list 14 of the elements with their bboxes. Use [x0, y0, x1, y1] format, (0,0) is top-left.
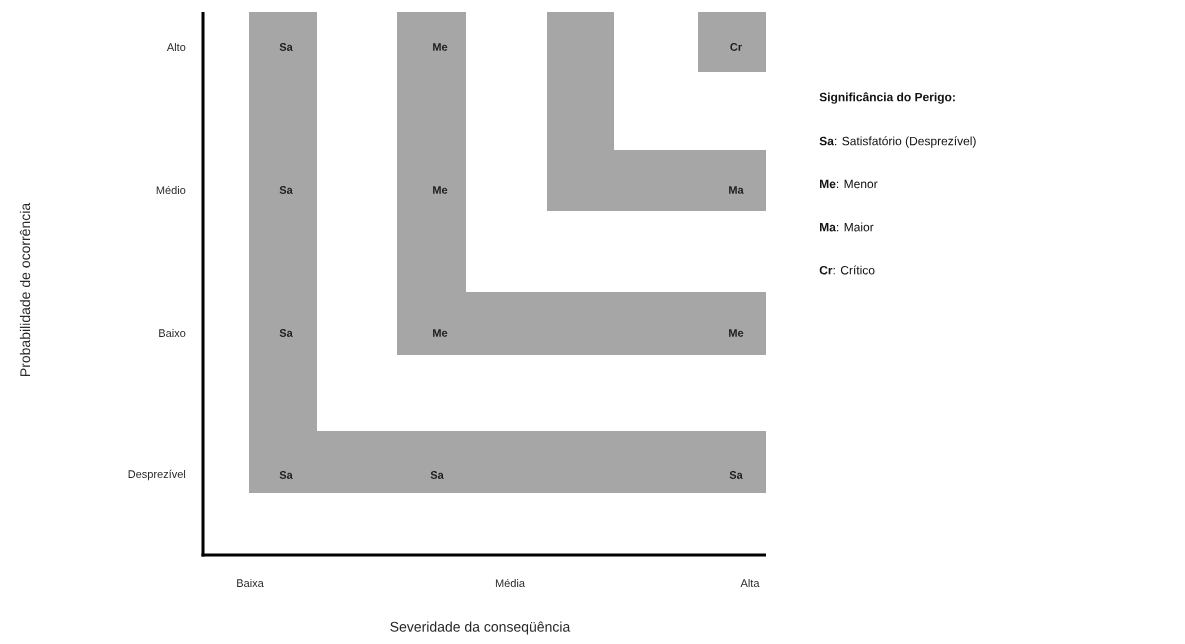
axis-tick-label: Alta [740, 578, 760, 588]
legend-entry: Cr: Crítico [819, 265, 875, 275]
legend-entry: Ma: Maior [820, 222, 874, 232]
legend-entry: Me: Menor [820, 179, 878, 189]
axis-tick-label: Média [495, 578, 525, 588]
axis-tick-label: Desprezível [128, 469, 186, 481]
axis-tick-label: Médio [156, 185, 186, 195]
legend-entry: Sa: Satisfatório (Desprezível) [819, 136, 976, 148]
axis-tick-label: Baixo [159, 328, 186, 338]
axis-tick-label: Alto [166, 42, 186, 52]
axis-tick-label: Baixa [237, 578, 264, 588]
axis-title: Severidade da conseqüência [390, 621, 571, 635]
axis-title: Probabilidade de ocorrência [19, 202, 31, 376]
legend-heading: Significância do Perigo: [819, 92, 955, 104]
